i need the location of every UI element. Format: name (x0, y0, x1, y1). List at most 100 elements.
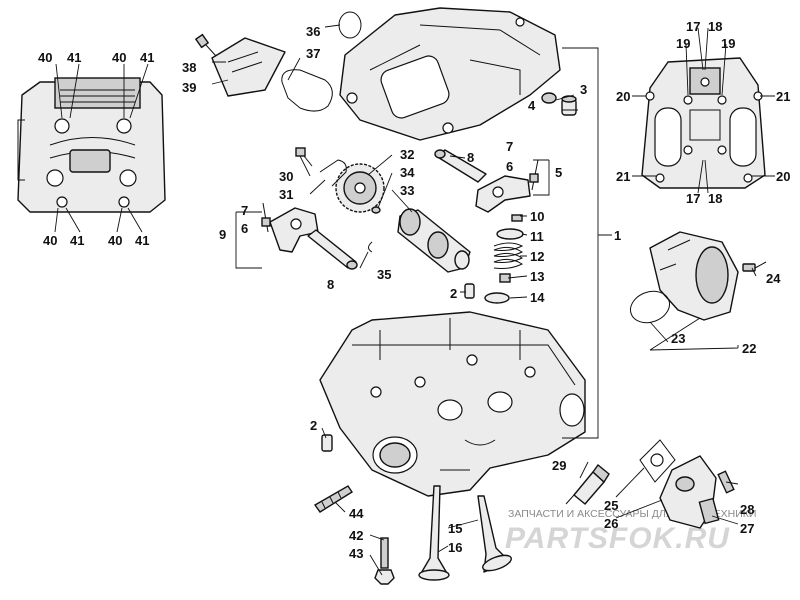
exhaust-valve-16 (418, 485, 450, 581)
gasket-25 (639, 439, 676, 483)
leader-8-14 (449, 155, 528, 299)
callout-18: 18 (708, 19, 722, 34)
group-bracket-22 (649, 317, 739, 351)
leader-23-24 (649, 267, 757, 343)
breather-cover-plate (211, 37, 286, 97)
callout-42: 42 (349, 528, 363, 543)
callout-31: 31 (279, 187, 293, 202)
callout-16: 16 (448, 540, 462, 555)
callout-44: 44 (349, 506, 364, 521)
bolt-4 (541, 92, 557, 104)
callout-17: 17 (686, 191, 700, 206)
camshaft-33 (397, 208, 471, 273)
clip-35 (368, 241, 373, 253)
callout-40: 40 (112, 50, 126, 65)
callout-10: 10 (530, 209, 544, 224)
callout-34: 34 (400, 165, 415, 180)
callout-41: 41 (67, 50, 81, 65)
callout-12: 12 (530, 249, 544, 264)
group-bracket-9 (235, 211, 262, 269)
callout-6: 6 (241, 221, 248, 236)
group-bracket-1 (562, 47, 612, 439)
intake-valve-15 (477, 495, 512, 573)
callout-20: 20 (776, 169, 790, 184)
callout-5: 5 (555, 165, 562, 180)
cam-sprocket-32 (335, 163, 385, 213)
leader-30-35 (299, 154, 413, 269)
group-bracket-5 (533, 159, 550, 196)
callout-7: 7 (506, 139, 513, 154)
callout-19: 19 (676, 36, 690, 51)
sensor-27 (698, 497, 720, 525)
valve-cover (339, 7, 561, 141)
callout-40: 40 (108, 233, 122, 248)
dowel-2-lower (321, 434, 333, 452)
callout-41: 41 (140, 50, 154, 65)
callout-2: 2 (310, 418, 317, 433)
callout-25: 25 (604, 498, 618, 513)
callout-29: 29 (552, 458, 566, 473)
stud-42-nut-43 (374, 537, 395, 585)
bolt-38 (194, 33, 217, 57)
callout-24: 24 (766, 271, 781, 286)
adjuster-screw-6-7-right (529, 159, 539, 191)
callout-13: 13 (530, 269, 544, 284)
inset-head-valve-side (17, 77, 166, 213)
callout-11: 11 (530, 229, 544, 244)
stud-44 (313, 485, 353, 513)
callout-18: 18 (708, 191, 722, 206)
callout-35: 35 (377, 267, 391, 282)
callout-4: 4 (528, 98, 536, 113)
leader-2-15-16-42-44 (321, 427, 479, 576)
callout-17: 17 (686, 19, 700, 34)
callout-9: 9 (219, 227, 226, 242)
bracket-31 (319, 159, 347, 187)
pin-34 (371, 206, 381, 214)
callout-32: 32 (400, 147, 414, 162)
callout-14: 14 (530, 290, 545, 305)
spark-plug-29 (565, 463, 610, 505)
callout-22: 22 (742, 341, 756, 356)
callout-40: 40 (38, 50, 52, 65)
rocker-shaft-8-right (434, 149, 487, 183)
cover-gasket-36 (338, 11, 362, 39)
leader-25-29 (579, 461, 739, 525)
o-ring-23 (630, 290, 670, 324)
rocker-arm-left (269, 207, 319, 253)
valve-spring-12 (493, 242, 524, 269)
spring-seat-14 (484, 292, 510, 304)
cylinder-head-1 (319, 311, 586, 497)
callout-1: 1 (614, 228, 621, 243)
callout-30: 30 (279, 169, 293, 184)
callout-33: 33 (400, 183, 414, 198)
callout-28: 28 (740, 502, 754, 517)
callout-2: 2 (450, 286, 457, 301)
inset-head-rear-view (641, 57, 766, 189)
spring-retainer-11 (496, 228, 524, 240)
callout-21: 21 (616, 169, 630, 184)
watermark-logo: PARTSFOK.RU (505, 522, 730, 555)
callout-40: 40 (43, 233, 57, 248)
inset-leaders-top (55, 63, 149, 119)
callout-37: 37 (306, 46, 320, 61)
callout-8: 8 (327, 277, 334, 292)
callout-39: 39 (182, 80, 196, 95)
callout-23: 23 (671, 331, 685, 346)
callout-3: 3 (580, 82, 587, 97)
intake-manifold-22 (649, 231, 739, 321)
rocker-shaft-8-left (307, 229, 358, 270)
callout-19: 19 (721, 36, 735, 51)
bolt-24 (742, 261, 767, 272)
callout-38: 38 (182, 60, 196, 75)
callout-labels: 1 2 2 3 4 5 6 6 7 7 8 8 9 10 11 12 13 14… (38, 19, 790, 561)
callout-20: 20 (616, 89, 630, 104)
leader-3-4 (555, 94, 578, 111)
callout-41: 41 (135, 233, 149, 248)
callout-6: 6 (506, 159, 513, 174)
dowel-2-upper (464, 283, 475, 299)
callout-21: 21 (776, 89, 790, 104)
callout-41: 41 (70, 233, 84, 248)
callout-36: 36 (306, 24, 320, 39)
leader-36-39 (211, 24, 341, 85)
